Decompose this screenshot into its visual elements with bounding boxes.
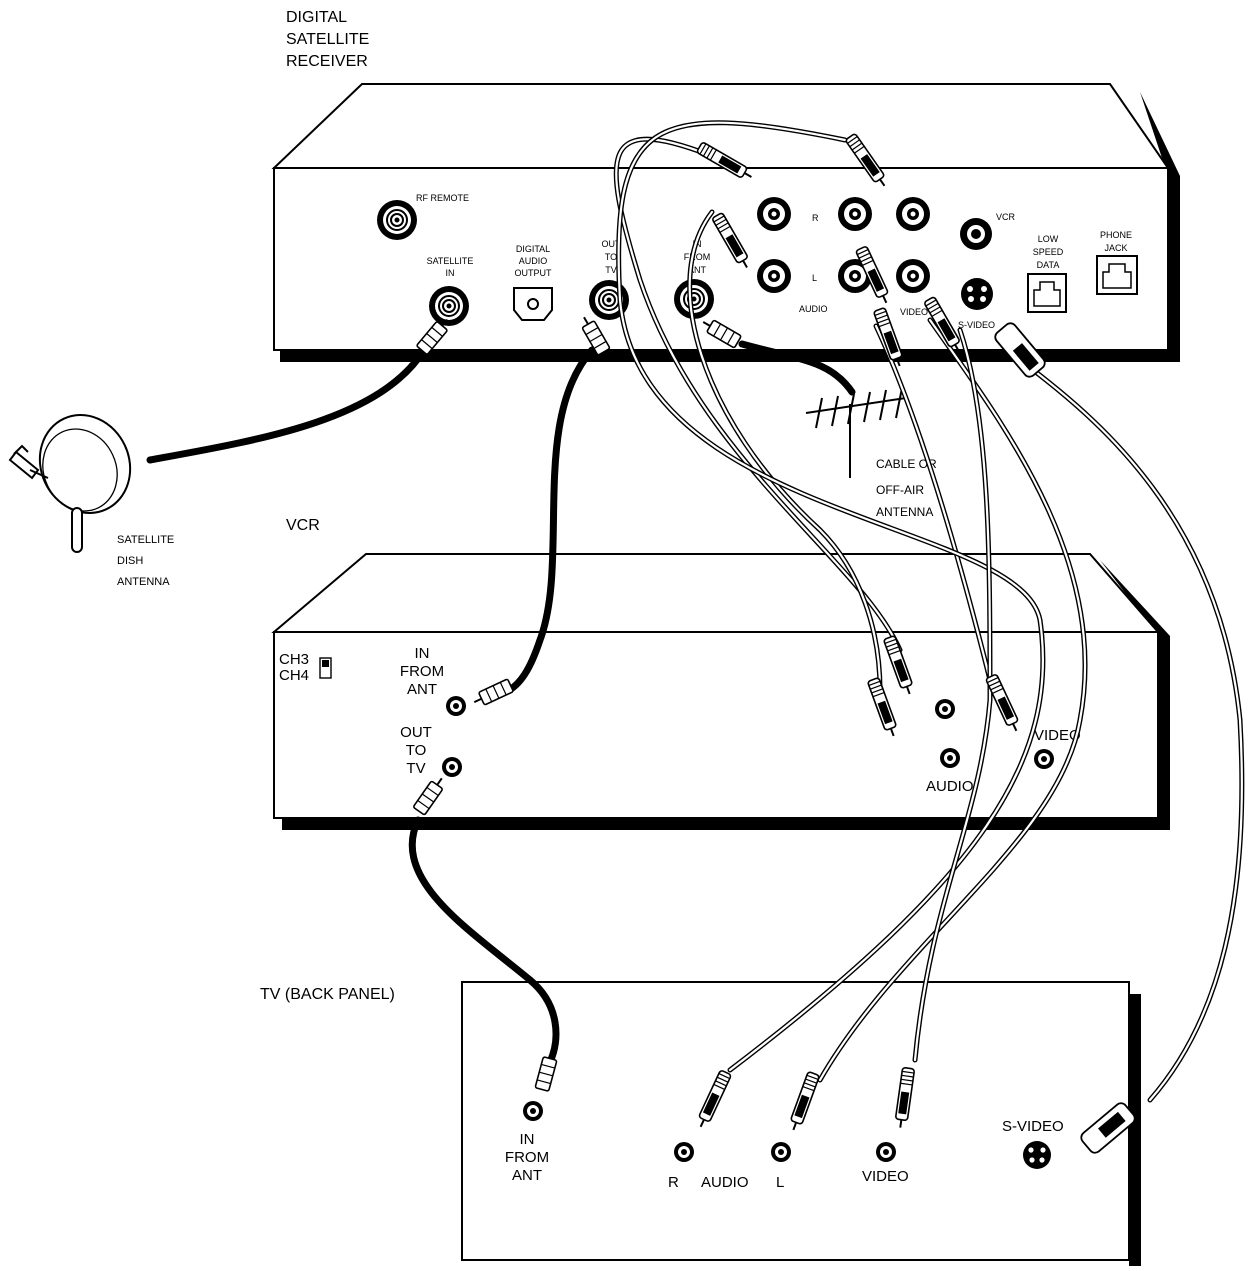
receiver-out-to-tv-label-3: TV (605, 265, 617, 275)
tv-in-from-ant-label-3: ANT (512, 1167, 542, 1184)
vcr-channel-switch[interactable] (319, 657, 332, 679)
tv-title: TV (BACK PANEL) (260, 986, 395, 1003)
vcr-audio-label: AUDIO (926, 778, 974, 795)
low-speed-data-label-2: SPEED (1033, 247, 1064, 257)
rf-remote-label: RF REMOTE (416, 193, 469, 203)
vcr-video-jack (1034, 749, 1054, 769)
off-air-antenna (805, 387, 907, 478)
vcr-out-to-tv-label-3: TV (406, 760, 425, 777)
tv-video-label: VIDEO (862, 1168, 909, 1185)
tv-s-video-label: S-VIDEO (1002, 1118, 1064, 1135)
receiver-title-line-2: SATELLITE (286, 31, 369, 48)
satellite-coax-cable (146, 346, 428, 464)
digital-audio-label-1: DIGITAL (516, 244, 550, 254)
receiver-s-video-port (961, 278, 993, 310)
vcr-audio-jack-upper (935, 699, 955, 719)
digital-audio-label-3: OUTPUT (515, 268, 553, 278)
vcr-video-label: VIDEO (1034, 727, 1081, 744)
satellite-dish (8, 414, 132, 553)
receiver-jack-upper-right (896, 197, 930, 231)
receiver-to-vcr-coax-cable (502, 346, 596, 696)
phone-jack-label-2: JACK (1104, 243, 1127, 253)
receiver-r-label: R (812, 213, 819, 223)
tv-back-panel: TV (BACK PANEL) IN FROM ANT R AUDIO L VI… (260, 981, 1141, 1266)
satellite-dish-label-1: SATELLITE (117, 534, 174, 546)
low-speed-data-label-3: DATA (1037, 260, 1060, 270)
satellite-in-label-2: IN (446, 268, 455, 278)
vcr-in-from-ant-label-1: IN (415, 645, 430, 662)
tv-video-jack (876, 1142, 896, 1162)
vcr-to-tv-coax-cable (408, 816, 560, 1066)
receiver-vcr-control-jack (960, 218, 992, 250)
antenna-label-2: OFF-AIR (876, 483, 924, 497)
tv-r-label: R (668, 1174, 679, 1191)
vcr-in-from-ant-jack (446, 696, 466, 716)
vcr-ch4-label: CH4 (279, 667, 309, 684)
tv-in-from-ant-jack (523, 1101, 543, 1121)
receiver-audio-label: AUDIO (799, 304, 828, 314)
receiver-s-video-label: S-VIDEO (958, 320, 995, 330)
receiver-in-from-ant-label-2: FROM (684, 252, 711, 262)
vcr-title: VCR (286, 517, 320, 534)
receiver-back-panel (273, 167, 1169, 351)
tv-s-video-port (1023, 1141, 1051, 1169)
tv-audio-r-jack (674, 1142, 694, 1162)
digital-audio-label-2: AUDIO (519, 256, 548, 266)
s-video-plug-tv (1080, 1102, 1136, 1154)
vcr-ch3-label: CH3 (279, 651, 309, 668)
receiver-video-label: VIDEO (900, 307, 928, 317)
receiver-in-from-ant-label-3: ANT (688, 265, 707, 275)
phone-jack-port (1096, 255, 1138, 295)
antenna-coax-cable (738, 340, 856, 396)
receiver-audio-r-jack (757, 197, 791, 231)
tv-audio-l-jack (771, 1142, 791, 1162)
s-video-plug-receiver (994, 322, 1046, 378)
low-speed-data-label-1: LOW (1038, 234, 1059, 244)
tv-in-from-ant-label-2: FROM (505, 1149, 549, 1166)
receiver-video-jack (896, 259, 930, 293)
receiver-l-label: L (812, 273, 817, 283)
antenna-label-3: ANTENNA (876, 505, 933, 519)
receiver-out-to-tv-label-2: TO (605, 252, 617, 262)
vcr: VCR CH3 CH4 IN FROM ANT OUT TO TV AUDIO … (271, 517, 1170, 830)
satellite-dish-label-3: ANTENNA (117, 576, 170, 588)
tv-audio-label: AUDIO (701, 1174, 749, 1191)
tv-shadow-right (1129, 994, 1141, 1266)
vcr-in-from-ant-label-3: ANT (407, 681, 437, 698)
tv-l-label: L (776, 1174, 784, 1191)
vcr-out-to-tv-label-2: TO (406, 742, 427, 759)
satellite-in-label-1: SATELLITE (427, 256, 474, 266)
receiver-title-line-1: DIGITAL (286, 9, 347, 26)
vcr-out-to-tv-jack (442, 757, 462, 777)
receiver-title-line-3: RECEIVER (286, 53, 368, 70)
phone-jack-label-1: PHONE (1100, 230, 1132, 240)
tv-in-from-ant-label-1: IN (520, 1131, 535, 1148)
antenna-label-1: CABLE OR (876, 457, 937, 471)
vcr-in-from-ant-label-2: FROM (400, 663, 444, 680)
receiver-audio-l-jack (757, 259, 791, 293)
satellite-dish-label-2: DISH (117, 555, 143, 567)
receiver-jack-upper-middle (838, 197, 872, 231)
receiver-to-tv-av-cables (616, 120, 1245, 1103)
low-speed-data-port (1027, 273, 1067, 313)
receiver-out-to-tv-label-1: OUT (602, 239, 622, 249)
vcr-out-to-tv-label-1: OUT (400, 724, 432, 741)
receiver-vcr-label: VCR (996, 212, 1016, 222)
satellite-receiver: DIGITAL SATELLITE RECEIVER RF REMOTE SAT… (271, 9, 1180, 362)
vcr-audio-jack-lower (940, 748, 960, 768)
satellite-in-jack (428, 285, 470, 327)
rf-remote-jack (376, 199, 418, 241)
receiver-to-vcr-av-cables (613, 136, 993, 693)
